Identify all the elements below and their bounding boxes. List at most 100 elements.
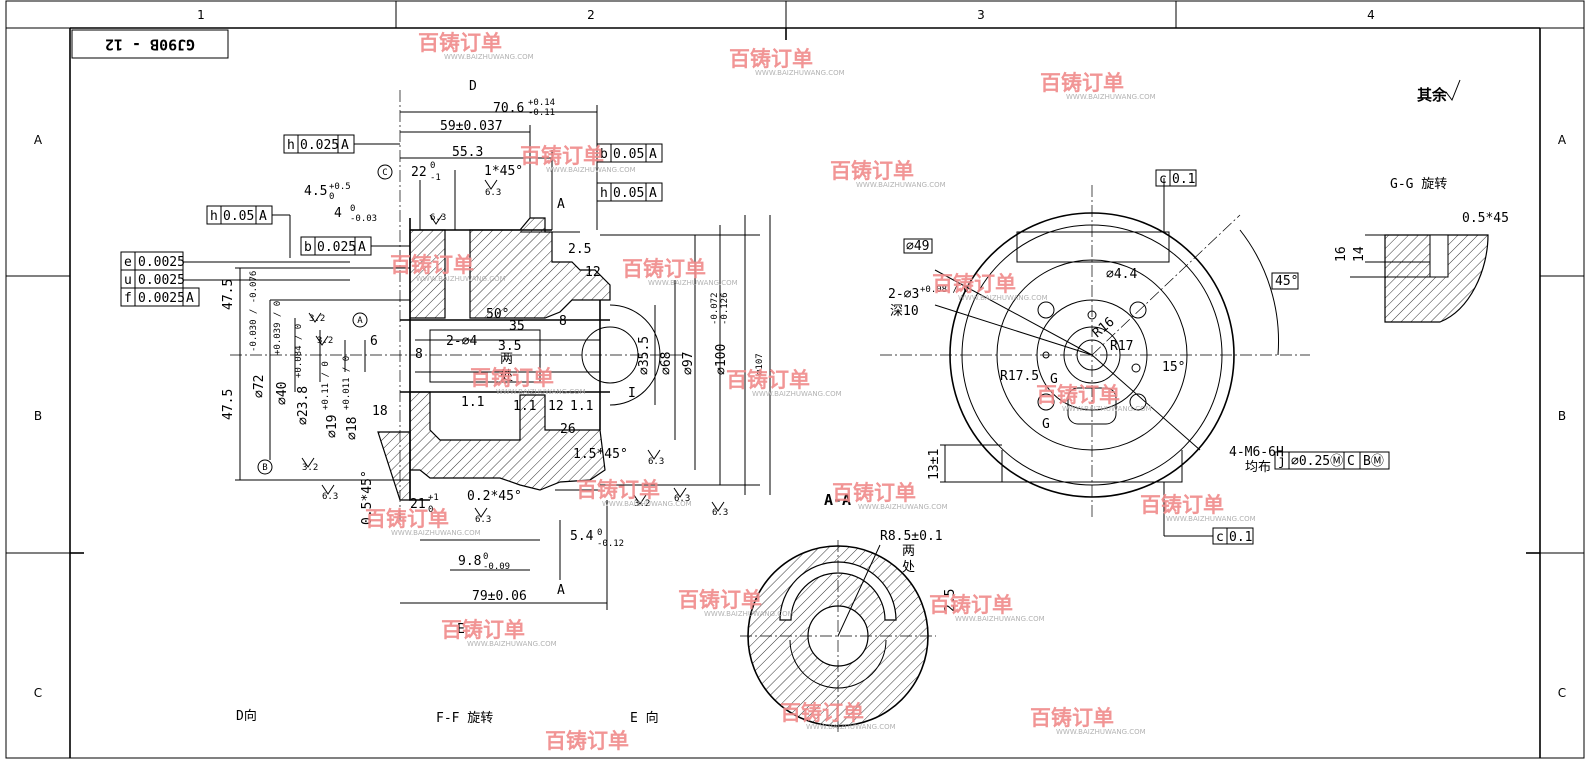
fcf-b-top-val: 0.05 <box>613 147 644 162</box>
watermark-logo: 百铸订单 <box>576 478 660 502</box>
end-view-texts: ⌀49 2-⌀3 +0.08 / 0 深10 ⌀4.4 R16 R17 R17.… <box>888 238 1299 480</box>
dim-70-6-tol-up: +0.14 <box>528 98 555 108</box>
dim-13: 13±1 <box>927 449 942 480</box>
chamfer-1-5x45: 1.5*45° <box>573 447 628 462</box>
watermarks: 百铸订单 WWW.BAIZHUWANG.COM 百铸订单 WWW.BAIZHUW… <box>365 31 1256 753</box>
dia-100: ⌀100 <box>714 344 729 375</box>
drawing-number: GJ90B - 12 <box>105 36 195 54</box>
watermark: 百铸订单 WWW.BAIZHUWANG.COM <box>390 253 506 283</box>
dim-4-5: 4.5 <box>304 184 327 199</box>
watermark-logo: 百铸订单 <box>390 253 474 277</box>
watermark: 百铸订单 WWW.BAIZHUWANG.COM <box>1036 383 1152 413</box>
watermark: 百铸订单 WWW.BAIZHUWANG.COM <box>470 366 586 396</box>
dim-22-down: -1 <box>430 173 441 183</box>
dia-49: ⌀49 <box>906 239 929 254</box>
gg-title: G-G 旋转 <box>1390 177 1447 192</box>
watermark: 百铸订单 WWW.BAIZHUWANG.COM <box>1040 71 1156 101</box>
roughness-3-2-a: 3.2 <box>309 314 325 324</box>
roughness-3-2-b: 3.2 <box>317 336 333 346</box>
zone-col-3: 3 <box>977 8 985 22</box>
fcf-h-mid-val: 0.05 <box>613 186 644 201</box>
fcf-j-datum-b: BⓂ <box>1363 454 1384 469</box>
main-section-view: D 70.6 +0.14 -0.11 59±0.037 55.3 22 0 -1… <box>120 79 771 637</box>
watermark: 百铸订单 WWW.BAIZHUWANG.COM <box>929 593 1045 623</box>
dia-35-5: ⌀35.5 <box>637 336 652 375</box>
view-mark-e: E <box>457 622 465 637</box>
zone-labels: 1 2 3 4 A B C A B C <box>34 8 1567 700</box>
watermark-url: WWW.BAIZHUWANG.COM <box>1166 515 1256 523</box>
gg-section: G-G 旋转 16 14 0.5*45 <box>1334 177 1509 323</box>
zone-row-c-right: C <box>1558 686 1566 700</box>
dim-59: 59±0.037 <box>440 119 503 134</box>
dia-4-4: ⌀4.4 <box>1106 267 1137 282</box>
zone-row-a-right: A <box>1558 133 1567 147</box>
watermark-url: WWW.BAIZHUWANG.COM <box>391 529 481 537</box>
fcf-b-left-sym: b <box>304 240 312 255</box>
dim-8a: 8 <box>559 314 567 329</box>
watermark-url: WWW.BAIZHUWANG.COM <box>1066 93 1156 101</box>
watermark: 百铸订单 <box>545 729 629 753</box>
dim-4-5-down: 0 <box>329 192 334 202</box>
watermark: 百铸订单 WWW.BAIZHUWANG.COM <box>726 368 842 398</box>
roughness-6-3-g: 6.3 <box>475 515 491 525</box>
watermark-url: WWW.BAIZHUWANG.COM <box>704 610 794 618</box>
watermark: 百铸订单 WWW.BAIZHUWANG.COM <box>1140 493 1256 523</box>
roughness-3-2-c: 3.2 <box>302 463 318 473</box>
gg-chamfer: 0.5*45 <box>1462 211 1509 226</box>
section-mark-a-top: A <box>557 197 565 212</box>
watermark-url: WWW.BAIZHUWANG.COM <box>955 615 1045 623</box>
fcf-h-left-datum: A <box>259 209 267 224</box>
r17-5: R17.5 <box>1000 369 1039 384</box>
fcf-j-datum-c: C <box>1347 454 1355 469</box>
dim-1-1c: 1.1 <box>570 399 593 414</box>
watermark-url: WWW.BAIZHUWANG.COM <box>755 69 845 77</box>
drawing-number-box: GJ90B - 12 <box>71 29 229 59</box>
zone-col-4: 4 <box>1367 8 1375 22</box>
dim-21-down: 0 <box>428 505 433 515</box>
e-view-title: E 向 <box>630 710 659 726</box>
watermark: 百铸订单 WWW.BAIZHUWANG.COM <box>729 47 845 77</box>
fcf-c-bottom-sym: c <box>1216 530 1224 545</box>
bottom-view-labels: D向 F-F 旋转 E 向 <box>236 708 659 726</box>
watermark-logo: 百铸订单 <box>832 481 916 505</box>
watermark-url: WWW.BAIZHUWANG.COM <box>444 53 534 61</box>
aa-r8-5: R8.5±0.1 <box>880 529 943 544</box>
body-section-left-wedge <box>377 431 411 501</box>
dim-4: 4 <box>334 206 342 221</box>
fcf-stack-euf: e 0.0025 u 0.0025 f 0.0025 A <box>120 251 350 307</box>
angle-45: 45° <box>1275 274 1298 289</box>
watermark-logo: 百铸订单 <box>830 159 914 183</box>
watermark-logo: 百铸订单 <box>520 144 604 168</box>
watermark-url: WWW.BAIZHUWANG.COM <box>648 279 738 287</box>
dim-9-8: 9.8 <box>458 554 481 569</box>
watermark: 百铸订单 WWW.BAIZHUWANG.COM <box>576 478 692 508</box>
view-mark-d: D <box>469 79 477 94</box>
dim-2x4: 2-⌀4 <box>446 334 477 349</box>
hole-depth: 深10 <box>890 304 919 319</box>
fcf-h-mid-datum: A <box>649 186 657 201</box>
dimension-lines <box>235 105 771 610</box>
dim-55-3: 55.3 <box>452 145 483 160</box>
roughness-6-3-f: 6.3 <box>712 508 728 518</box>
dim-5-4-up: 0 <box>597 528 602 538</box>
section-mark-g-lower: G <box>1042 417 1050 432</box>
fcf-h-left-sym: h <box>210 209 218 224</box>
thread-4-m6: 4-M6-6H <box>1229 445 1284 460</box>
fcf-h-mid-sym: h <box>600 186 608 201</box>
fcf-h-top-sym: h <box>287 138 295 153</box>
dia-40: ⌀40 <box>275 382 290 405</box>
watermark-logo: 百铸订单 <box>418 31 502 55</box>
roughness-6-3-e: 6.3 <box>674 494 690 504</box>
dim-35: 35 <box>509 319 525 334</box>
fcf-u-val: 0.0025 <box>138 273 185 288</box>
watermark-url: WWW.BAIZHUWANG.COM <box>806 723 896 731</box>
fcf-b-left-val: 0.025 <box>317 240 356 255</box>
dim-2-5: 2.5 <box>568 242 591 257</box>
dim-21: 21 <box>410 497 426 512</box>
dim-18: 18 <box>372 404 388 419</box>
holes-tol: +0.08 / 0 <box>920 285 969 295</box>
fcf-c-top: c 0.1 <box>1155 169 1197 187</box>
fcf-h-top-val: 0.025 <box>300 138 339 153</box>
watermark-logo: 百铸订单 <box>545 729 629 753</box>
aa-places: 处 <box>902 560 915 575</box>
